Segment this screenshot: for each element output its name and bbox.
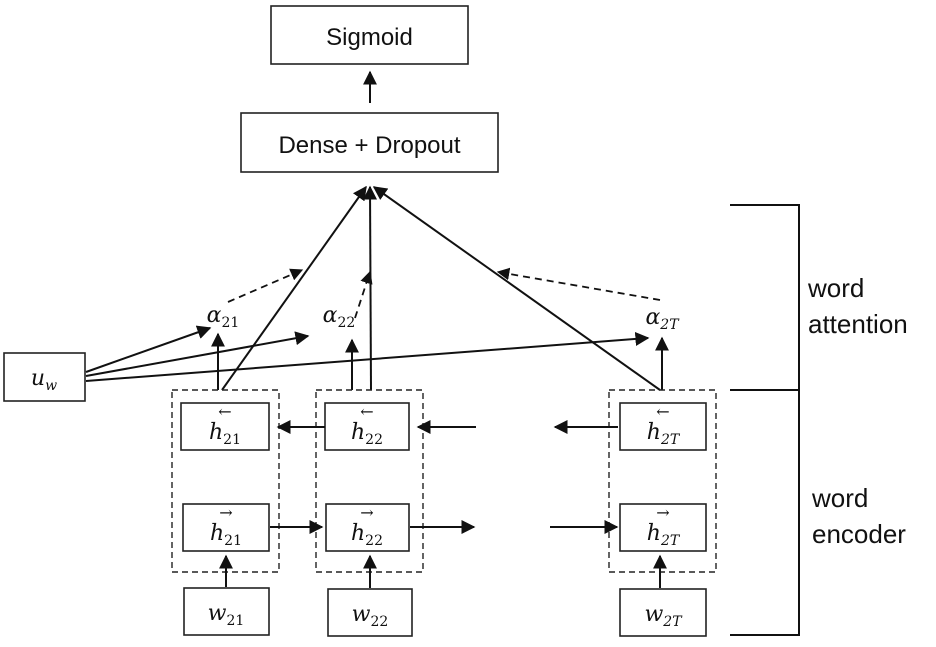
svg-text:←: ← [360, 402, 373, 421]
dense-dropout-node: Dense + Dropout [240, 112, 499, 173]
svg-text:h2T: h2T [647, 420, 681, 448]
svg-text:h22: h22 [351, 420, 383, 448]
backward-h22-node: ← h22 [324, 402, 410, 451]
input-w21-node: w21 [183, 587, 270, 636]
svg-text:→: → [360, 503, 373, 522]
word-attention-label-line2: attention [808, 309, 908, 339]
backward-h21-node: ← h21 [180, 402, 270, 451]
backward-h2T-node: ← h2T [619, 402, 707, 451]
alpha22-dashed-arrow [354, 270, 373, 319]
svg-text:→: → [656, 503, 669, 522]
h22-to-dense-arrow [363, 185, 378, 391]
sigmoid-label: Sigmoid [326, 24, 413, 51]
svg-text:w22: w22 [352, 602, 389, 630]
alpha2T-label: α2T [645, 305, 680, 333]
svg-text:w21: w21 [208, 601, 245, 629]
dense-dropout-label: Dense + Dropout [278, 132, 460, 159]
context-vector-label: uw [31, 366, 57, 394]
svg-text:h21: h21 [210, 521, 242, 549]
svg-text:h22: h22 [351, 521, 383, 549]
svg-text:←: ← [656, 402, 669, 421]
word-attention-bracket [730, 204, 800, 391]
alpha21-dashed-arrow [227, 268, 304, 303]
svg-text:→: → [219, 503, 232, 522]
svg-text:h21: h21 [209, 420, 241, 448]
forward-h22-node: → h22 [325, 503, 410, 552]
uw-to-alpha21-arrow [85, 325, 212, 373]
input-w22-node: w22 [327, 588, 413, 637]
word-encoder-label-line1: word [811, 483, 868, 513]
uw-to-alpha2T-arrow [85, 331, 650, 382]
svg-text:h2T: h2T [647, 521, 681, 549]
encoder-group-2T [608, 389, 717, 573]
forward-h21-node: → h21 [182, 503, 270, 552]
svg-text:←: ← [218, 402, 231, 421]
sigmoid-node: Sigmoid [270, 5, 469, 65]
h2T-to-dense-arrow [372, 186, 661, 391]
alpha21-label: α21 [207, 303, 240, 331]
input-w2T-node: w2T [619, 588, 707, 637]
context-vector-node: uw [3, 352, 86, 402]
alpha2T-dashed-arrow [496, 267, 661, 301]
word-attention-label-line1: word [807, 273, 864, 303]
svg-text:w2T: w2T [644, 602, 683, 630]
alpha22-label: α22 [323, 303, 356, 331]
word-encoder-label-line2: encoder [812, 519, 906, 549]
forward-h2T-node: → h2T [619, 503, 707, 552]
h21-to-dense-arrow [221, 185, 367, 391]
word-encoder-bracket [730, 389, 800, 636]
uw-to-alpha22-arrow [85, 331, 310, 377]
